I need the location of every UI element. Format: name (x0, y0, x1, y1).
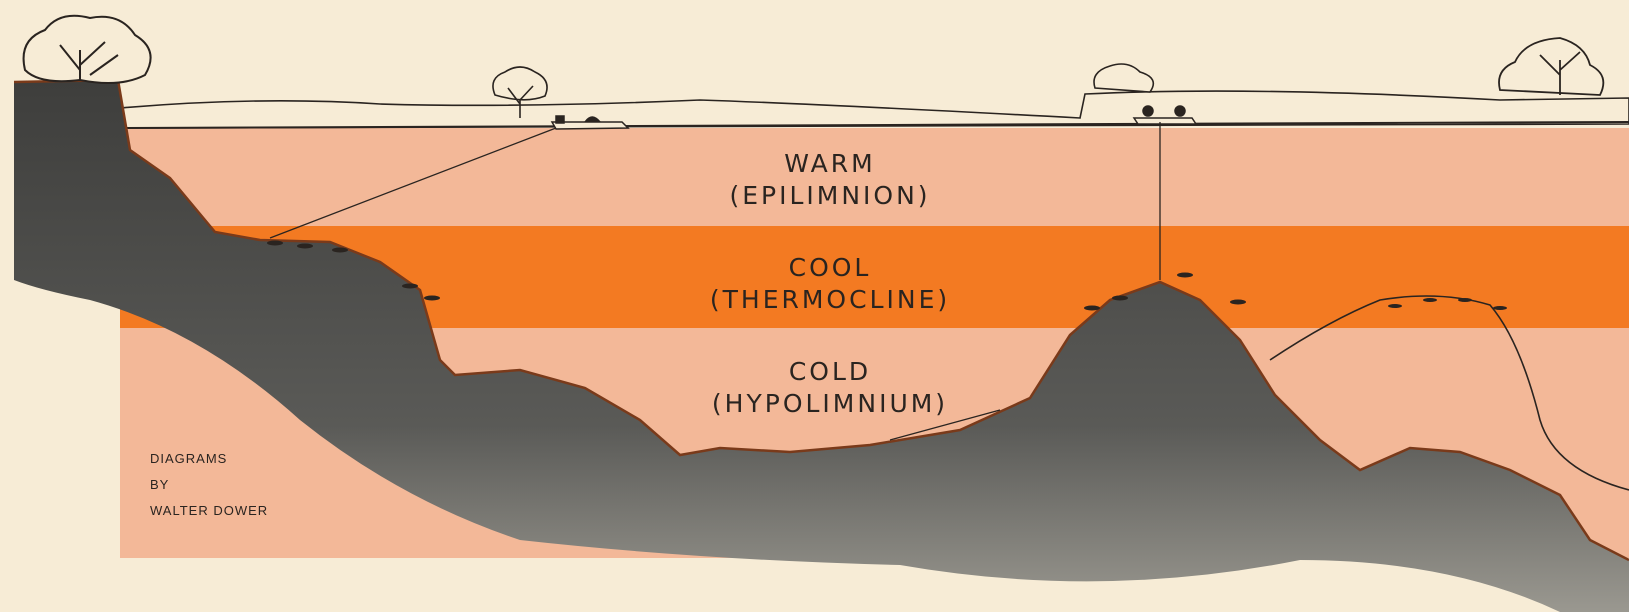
layer-term-epilimnion: (EPILIMNION) (620, 180, 1040, 212)
layer-name-cool: COOL (620, 252, 1040, 284)
hypolimnium-label: COLD (HYPOLIMNIUM) (620, 356, 1040, 420)
layer-term-thermocline: (THERMOCLINE) (620, 284, 1040, 316)
thermocline-label: COOL (THERMOCLINE) (620, 252, 1040, 316)
diagram-credit: DIAGRAMS BY WALTER DOWER (150, 446, 268, 524)
credit-line-3: WALTER DOWER (150, 498, 268, 524)
credit-line-1: DIAGRAMS (150, 446, 268, 472)
layer-name-warm: WARM (620, 148, 1040, 180)
epilimnion-label: WARM (EPILIMNION) (620, 148, 1040, 212)
layer-term-hypolimnium: (HYPOLIMNIUM) (620, 388, 1040, 420)
layer-name-cold: COLD (620, 356, 1040, 388)
credit-line-2: BY (150, 472, 268, 498)
